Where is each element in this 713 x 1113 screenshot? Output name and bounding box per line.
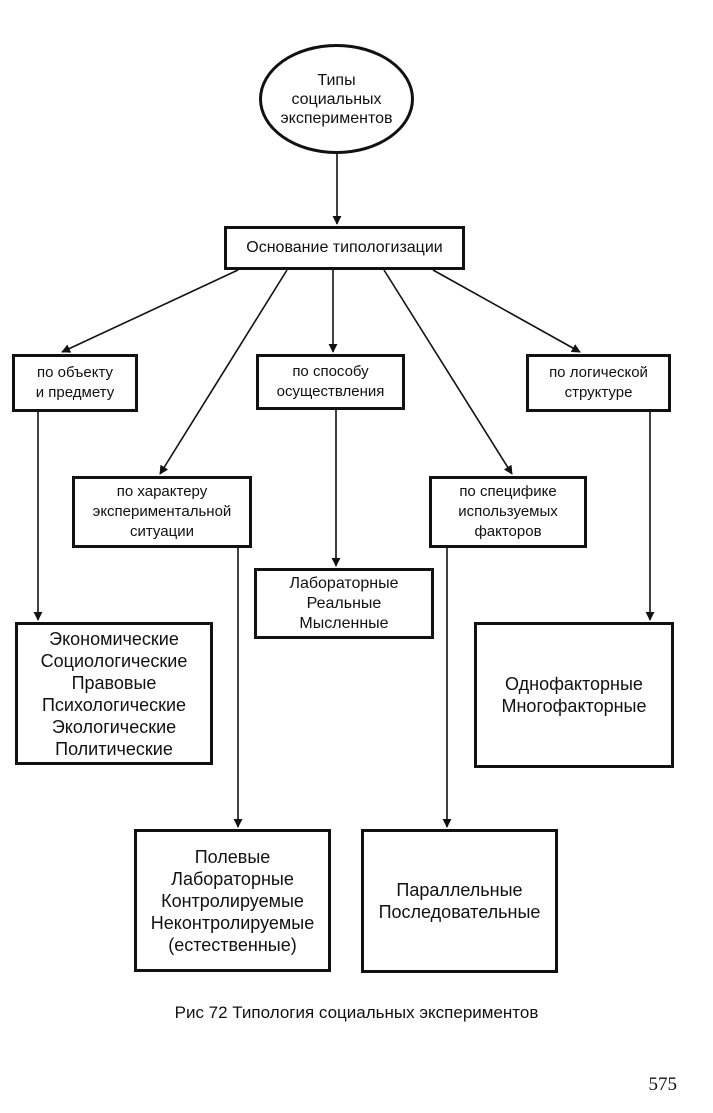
node-text-line: Однофакторные bbox=[505, 674, 643, 694]
arrow-basis-to-object bbox=[61, 269, 239, 353]
node-text-line: Типы bbox=[317, 71, 356, 89]
node-text-line: Контролируемые bbox=[161, 890, 304, 911]
node-text-line: ситуации bbox=[130, 523, 194, 540]
node-text-line: Психологические bbox=[41, 694, 187, 715]
node-text-line: Мысленные bbox=[299, 614, 389, 632]
by-factors-node: по специфике используемых факторов bbox=[429, 476, 587, 548]
node-text-line: экспериментов bbox=[280, 109, 393, 127]
node-text-line: экспериментальной bbox=[92, 503, 232, 520]
node-text-line: по способу bbox=[292, 363, 369, 380]
node-text-line: и предмету bbox=[35, 384, 115, 401]
node-text-line: по объекту bbox=[36, 364, 114, 381]
by-object-node: по объекту и предмету bbox=[12, 354, 138, 412]
node-text-line: по логической bbox=[549, 364, 648, 381]
page-number: 575 bbox=[648, 1074, 678, 1095]
by-situation-node: по характеру экспериментальной ситуации bbox=[72, 476, 252, 548]
node-text-line: факторов bbox=[474, 523, 542, 540]
node-text-line: (естественные) bbox=[168, 934, 297, 955]
node-text-line: Лабораторные bbox=[171, 868, 294, 889]
node-text-line: Экономические bbox=[49, 628, 179, 649]
node-text-line: Основание типологизации bbox=[246, 239, 443, 256]
node-text-line: Неконтролируемые bbox=[150, 912, 315, 933]
node-text-line: осуществления bbox=[276, 383, 385, 400]
basis-node: Основание типологизации bbox=[224, 226, 465, 270]
node-text-line: Параллельные bbox=[396, 880, 523, 900]
node-text-line: по специфике bbox=[459, 483, 557, 500]
arrow-basis-to-situation bbox=[159, 269, 288, 475]
arrow-basis-to-logic bbox=[432, 269, 581, 353]
arrow-basis-to-factors bbox=[383, 269, 513, 475]
node-text-line: Правовые bbox=[71, 672, 157, 693]
figure-caption: Рис 72 Типология социальных эксперименто… bbox=[174, 1003, 539, 1022]
node-text-line: Многофакторные bbox=[501, 696, 647, 716]
node-text-line: структуре bbox=[564, 384, 633, 401]
node-text-line: Лабораторные bbox=[289, 574, 399, 592]
node-text-line: Политические bbox=[55, 738, 173, 759]
by-logic-node: по логической структуре bbox=[526, 354, 671, 412]
node-text-line: используемых bbox=[458, 503, 558, 520]
node-text-line: Экологические bbox=[51, 716, 177, 737]
node-text-line: Социологические bbox=[40, 650, 188, 671]
node-text-line: социальных bbox=[291, 90, 382, 108]
node-text-line: Последовательные bbox=[378, 902, 541, 922]
by-method-node: по способу осуществления bbox=[256, 354, 405, 410]
node-text-line: по характеру bbox=[116, 483, 208, 500]
node-text-line: Реальные bbox=[306, 594, 382, 612]
node-text-line: Полевые bbox=[194, 846, 271, 867]
